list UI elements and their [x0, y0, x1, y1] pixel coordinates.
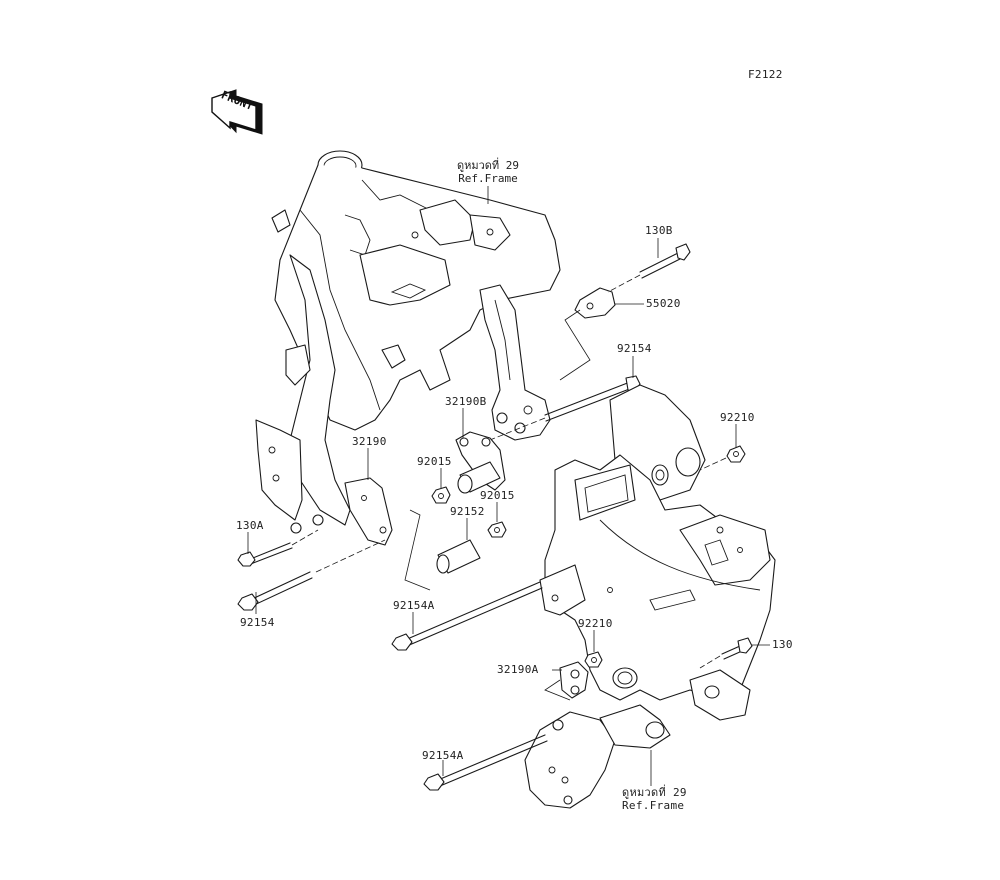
bolt-92154A-middle — [391, 581, 543, 651]
part-label-92154A-middle[interactable]: 92154A — [393, 599, 435, 612]
part-label-130B[interactable]: 130B — [645, 224, 673, 237]
engine-mount-bracket — [539, 384, 776, 721]
bracket-32190A — [559, 661, 589, 699]
nut-92015-b — [487, 521, 507, 538]
part-label-55020[interactable]: 55020 — [646, 297, 681, 310]
bolt-92154A-lower — [423, 734, 548, 791]
leader-lines — [247, 186, 770, 786]
ref-frame-top-label: Ref.Frame — [458, 172, 518, 185]
part-label-92210-bottom[interactable]: 92210 — [578, 617, 613, 630]
nut-92210-bottom — [584, 651, 603, 668]
part-label-92015-b[interactable]: 92015 — [480, 489, 515, 502]
part-label-92210-top[interactable]: 92210 — [720, 411, 755, 424]
bolt-92154-left — [237, 539, 386, 611]
part-label-130A[interactable]: 130A — [236, 519, 264, 532]
part-label-92154-right[interactable]: 92154 — [617, 342, 652, 355]
front-arrow-icon: FRONT — [211, 88, 263, 135]
part-label-32190[interactable]: 32190 — [352, 435, 387, 448]
part-label-92152[interactable]: 92152 — [450, 505, 485, 518]
ref-frame-bottom-label: Ref.Frame — [622, 799, 685, 812]
part-label-32190B[interactable]: 32190B — [445, 395, 487, 408]
nut-92015-a — [431, 486, 451, 504]
ref-frame-top-thai: ดูหมวดที่ 29 — [456, 159, 520, 172]
lower-mount-bracket — [524, 704, 671, 809]
bolt-130A — [237, 529, 319, 567]
part-label-32190A[interactable]: 32190A — [497, 663, 539, 676]
bracket-55020 — [574, 287, 616, 319]
part-label-92015-a[interactable]: 92015 — [417, 455, 452, 468]
part-label-130[interactable]: 130 — [772, 638, 793, 651]
bolt-130 — [699, 637, 753, 669]
upper-frame — [271, 150, 561, 441]
part-label-92154-left[interactable]: 92154 — [240, 616, 275, 629]
front-down-frame — [255, 254, 351, 534]
bolt-130B — [607, 243, 691, 293]
bracket-32190 — [344, 477, 393, 546]
part-label-92154A-lower[interactable]: 92154A — [422, 749, 464, 762]
figure-code: F2122 — [748, 68, 783, 81]
ref-frame-bottom-thai: ดูหมวดที่ 29 — [622, 786, 687, 799]
nut-92210-top — [726, 445, 746, 463]
